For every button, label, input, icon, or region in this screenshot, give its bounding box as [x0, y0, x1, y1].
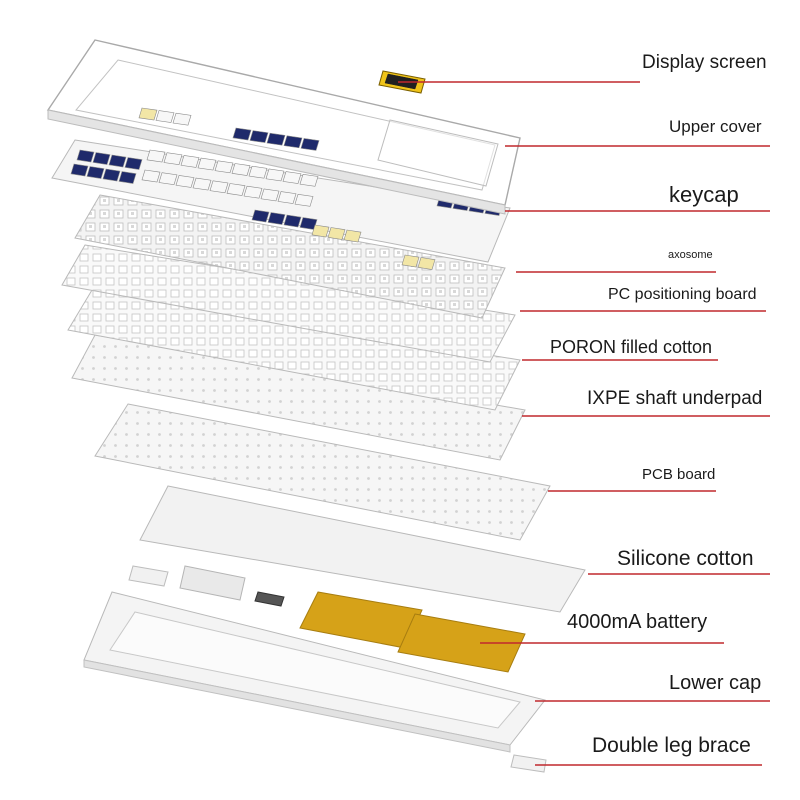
- row-2-keycap-9: [299, 173, 319, 187]
- label-brace: Double leg brace: [592, 734, 751, 757]
- lower-cap-inner: [109, 611, 521, 729]
- cream-mid-keycap-0: [311, 224, 330, 238]
- navy-left-a-keycap-0: [76, 149, 95, 163]
- lower-cap-rim: [83, 659, 511, 753]
- navy-left-a-keycap-1: [92, 152, 111, 165]
- label-ixpe: IXPE shaft underpad: [587, 388, 763, 409]
- row-3-keycap-6: [243, 185, 263, 199]
- label-poron: PORON filled cotton: [550, 337, 713, 357]
- cream-mid-keycap-2: [343, 229, 362, 243]
- label-pc: PC positioning board: [608, 286, 757, 303]
- usb-connector: [254, 591, 285, 607]
- row-3-keycap-3: [192, 177, 212, 191]
- row-3-keycap-0: [141, 169, 161, 183]
- navy-mid-keycap-2: [283, 214, 302, 228]
- row-2-keycap-0: [146, 149, 166, 163]
- navy-left-a-keycap-3: [124, 157, 143, 170]
- battery-pack-right: [397, 613, 526, 673]
- row-3-keycap-4: [209, 180, 229, 194]
- double-leg-brace-part: [510, 754, 547, 773]
- label-upper: Upper cover: [669, 117, 762, 136]
- navy-left-b-keycap-1: [86, 166, 105, 179]
- navy-top-keycap-3: [283, 135, 303, 149]
- usb-daughterboard: [179, 565, 246, 601]
- row-2-keycap-1: [163, 152, 183, 166]
- cream-mid-keycap-1: [327, 227, 346, 240]
- upper-cover-window: [377, 119, 499, 187]
- top-row-keycap-2: [172, 112, 192, 126]
- top-row-keycap-0: [138, 107, 158, 121]
- pcb-board-part: [94, 403, 551, 541]
- navy-top-keycap-4: [300, 138, 320, 151]
- silicone-cotton-part: [139, 485, 586, 613]
- label-keycap: keycap: [669, 182, 739, 207]
- row-2-keycap-2: [180, 155, 200, 168]
- navy-left-a-keycap-2: [108, 154, 127, 168]
- row-3-keycap-9: [294, 193, 314, 207]
- label-pcb: PCB board: [642, 466, 716, 483]
- navy-top-keycap-2: [266, 132, 286, 146]
- label-display: Display screen: [642, 52, 767, 73]
- label-lower: Lower cap: [669, 672, 762, 694]
- upper-cover-front-edge: [47, 109, 506, 215]
- row-2-keycap-6: [248, 165, 268, 179]
- row-2-keycap-5: [231, 163, 251, 176]
- top-row-keycap-1: [155, 110, 175, 123]
- label-axis: axosome: [668, 249, 713, 261]
- navy-mid-keycap-1: [267, 212, 286, 225]
- navy-left-b-keycap-0: [70, 163, 89, 177]
- row-3-keycap-7: [260, 188, 280, 202]
- row-2-keycap-8: [282, 171, 302, 184]
- upper-cover-inner: [75, 59, 496, 191]
- row-2-keycap-7: [265, 168, 285, 182]
- cream-right-keycap-1: [417, 257, 436, 270]
- navy-top-keycap-1: [249, 130, 269, 143]
- row-2-keycap-4: [214, 160, 234, 174]
- row-3-keycap-1: [158, 172, 178, 186]
- cream-right-keycap-0: [401, 254, 420, 268]
- label-silicone: Silicone cotton: [617, 547, 754, 570]
- label-battery: 4000mA battery: [567, 611, 708, 633]
- navy-mid-keycap-0: [251, 209, 270, 223]
- row-3-keycap-8: [277, 191, 297, 204]
- axis-switches-part: [74, 194, 506, 319]
- row-2-keycap-3: [197, 157, 217, 171]
- side-bracket: [128, 565, 169, 587]
- row-3-keycap-5: [226, 183, 246, 196]
- navy-left-b-keycap-3: [118, 171, 137, 184]
- row-3-keycap-2: [175, 175, 195, 188]
- navy-left-b-keycap-2: [102, 168, 121, 182]
- navy-top-keycap-0: [232, 127, 252, 141]
